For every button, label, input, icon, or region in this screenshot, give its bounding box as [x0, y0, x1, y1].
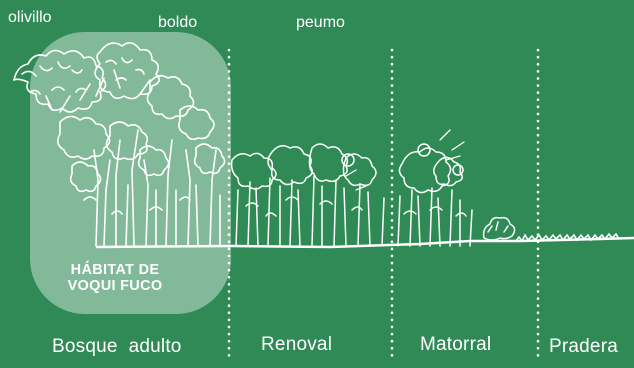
- species-label-boldo: boldo: [158, 14, 198, 31]
- meadow-grass: [514, 232, 620, 243]
- renoval-trees: [230, 143, 385, 247]
- habitat-highlight-panel: [30, 32, 231, 314]
- species-label-peumo: peumo: [296, 14, 345, 31]
- zone-label-pradera: Pradera: [549, 336, 618, 357]
- matorral-shrubs: [397, 143, 516, 247]
- zone-dividers: [227, 48, 540, 364]
- species-label-olivillo: olivillo: [8, 9, 52, 26]
- branch-decor: [345, 129, 465, 191]
- habitat-label-line2: VOQUI FUCO: [67, 278, 163, 294]
- old-growth-forest: [13, 42, 226, 247]
- habitat-label-line1: HÁBITAT DE: [70, 262, 160, 278]
- habitat-label: HÁBITAT DE VOQUI FUCO: [30, 262, 200, 294]
- zone-label-matorral: Matorral: [420, 334, 492, 355]
- zone-label-renoval: Renoval: [261, 334, 333, 355]
- zone-label-bosque-adulto: Bosque adulto: [52, 336, 182, 357]
